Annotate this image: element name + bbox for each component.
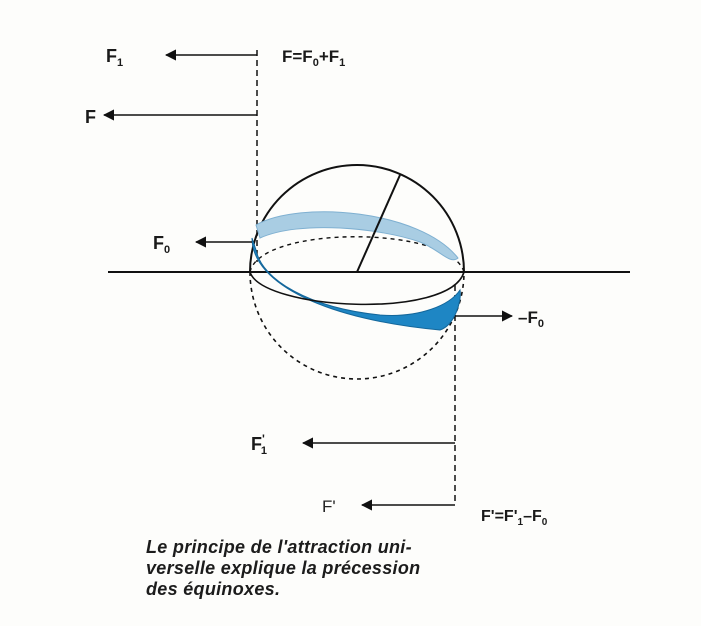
- label-f-prime-eq: F'=F'1–F0: [481, 508, 548, 528]
- caption-line-1: Le principe de l'attraction uni-: [146, 537, 412, 557]
- band-front: [251, 237, 461, 331]
- label-f: F: [85, 107, 96, 127]
- caption-line-3: des équinoxes.: [146, 579, 281, 599]
- figure-caption: Le principe de l'attraction uni- versell…: [146, 537, 586, 600]
- equator-front: [249, 271, 465, 306]
- tilted-axis-radius: [356, 174, 401, 273]
- label-f-sum: F=F0+F1: [282, 47, 345, 69]
- label-f1: F1: [106, 46, 123, 69]
- band-back: [255, 211, 459, 261]
- label-f1-prime: F'1: [251, 432, 267, 457]
- label-f0: F0: [153, 233, 170, 256]
- label-minus-f0: –F0: [518, 308, 544, 330]
- caption-line-2: verselle explique la précession: [146, 558, 421, 578]
- sphere-lower-outline: [249, 271, 465, 380]
- label-f-prime: F': [322, 497, 336, 516]
